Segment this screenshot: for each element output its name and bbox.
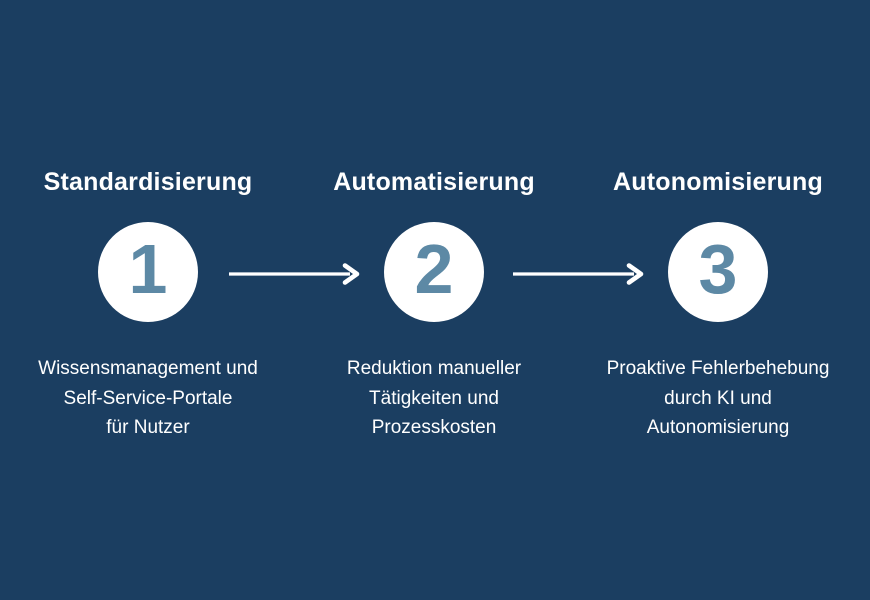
step-number: 1 (128, 230, 168, 308)
step-standardisierung: Standardisierung 1 Wissensmanagement und… (3, 166, 293, 443)
step-number-circle: 1 (98, 222, 198, 322)
step-description: Wissensmanagement und Self-Service-Porta… (38, 358, 258, 438)
step-description: Proaktive Fehlerbehebung durch KI und Au… (606, 358, 830, 438)
step-title: Standardisierung (43, 168, 253, 196)
step-number: 2 (414, 230, 454, 308)
arrow-right-icon (229, 263, 360, 285)
step-automatisierung: Automatisierung 2 Reduktion manueller Tä… (289, 166, 579, 443)
step-number-circle: 3 (668, 222, 768, 322)
step-title: Automatisierung (333, 168, 535, 196)
step-autonomisierung: Autonomisierung 3 Proaktive Fehlerbehebu… (573, 166, 863, 443)
arrow-right-icon (513, 263, 644, 285)
step-description: Reduktion manueller Tätigkeiten und Proz… (346, 358, 522, 438)
step-number-circle: 2 (384, 222, 484, 322)
step-number: 3 (698, 230, 738, 308)
step-title: Autonomisierung (613, 168, 823, 196)
